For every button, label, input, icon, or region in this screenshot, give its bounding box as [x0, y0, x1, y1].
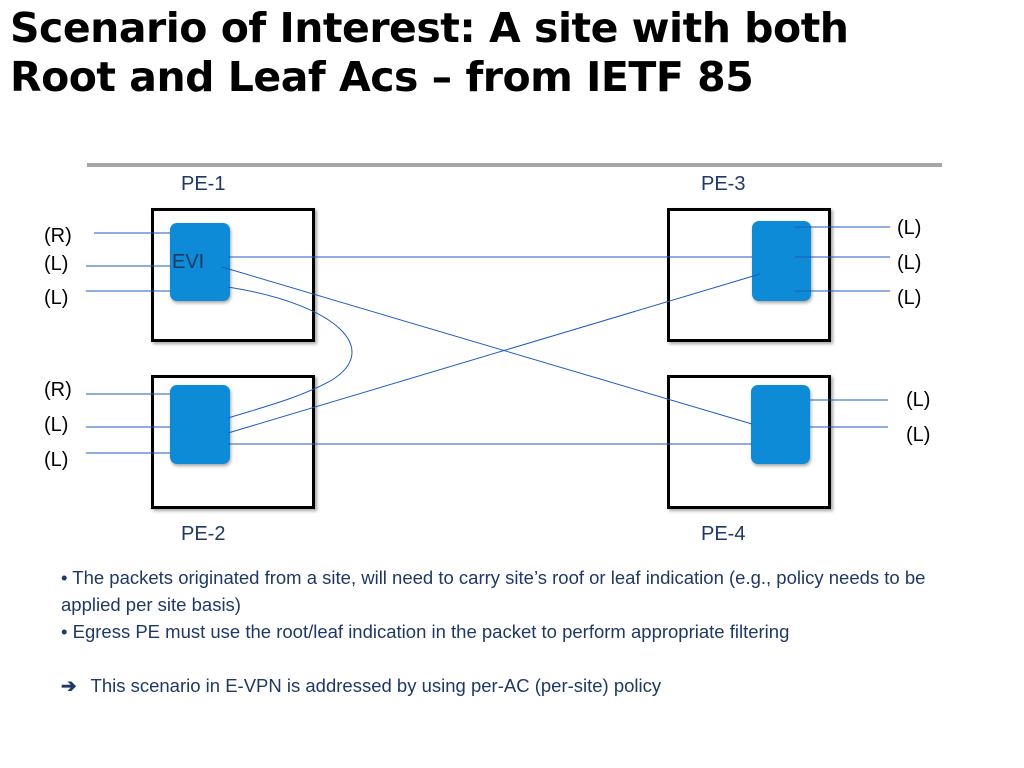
bullet-3-text: This scenario in E-VPN is addressed by u… [90, 675, 662, 696]
pe4-label: PE-4 [701, 523, 746, 545]
pe1-ac-3-label: (L) [44, 287, 69, 309]
evi-label: EVI [172, 251, 205, 273]
link-pe1-pe2 [227, 286, 353, 419]
pe3-evi [752, 221, 811, 301]
pe1-ac-1-label: (R) [44, 225, 72, 247]
pe3-ac-1-label: (L) [897, 217, 922, 239]
pe3-ac-2-label: (L) [897, 252, 922, 274]
link-pe1-pe4 [221, 266, 753, 425]
pe3-label: PE-3 [701, 173, 746, 195]
bullet-1: • The packets originated from a site, wi… [61, 567, 926, 615]
bullet-list: • The packets originated from a site, wi… [61, 564, 961, 699]
pe1-label: PE-1 [181, 173, 226, 195]
pe4-evi [751, 385, 810, 464]
link-pe2-pe3 [227, 273, 761, 434]
pe4-ac-2-label: (L) [906, 424, 931, 446]
pe1-ac-2-label: (L) [44, 253, 69, 275]
bullet-2: • Egress PE must use the root/leaf indic… [61, 621, 790, 642]
title-line-1: Scenario of Interest: A site with both [10, 4, 849, 52]
right-arrow-icon: ➔ [61, 675, 77, 696]
pe4-ac-1-label: (L) [906, 389, 931, 411]
pe2-evi [170, 385, 230, 464]
title-divider [87, 163, 942, 167]
pe2-ac-2-label: (L) [44, 414, 69, 436]
pe1-evi [170, 223, 230, 301]
title-line-2: Root and Leaf Acs – from IETF 85 [10, 53, 754, 101]
pe2-label: PE-2 [181, 523, 226, 545]
pe2-ac-1-label: (R) [44, 379, 72, 401]
bullet-3: ➔ This scenario in E-VPN is addressed by … [61, 672, 961, 699]
pe3-ac-3-label: (L) [897, 287, 922, 309]
pe2-ac-3-label: (L) [44, 449, 69, 471]
slide-title: Scenario of Interest: A site with both R… [10, 4, 1010, 102]
